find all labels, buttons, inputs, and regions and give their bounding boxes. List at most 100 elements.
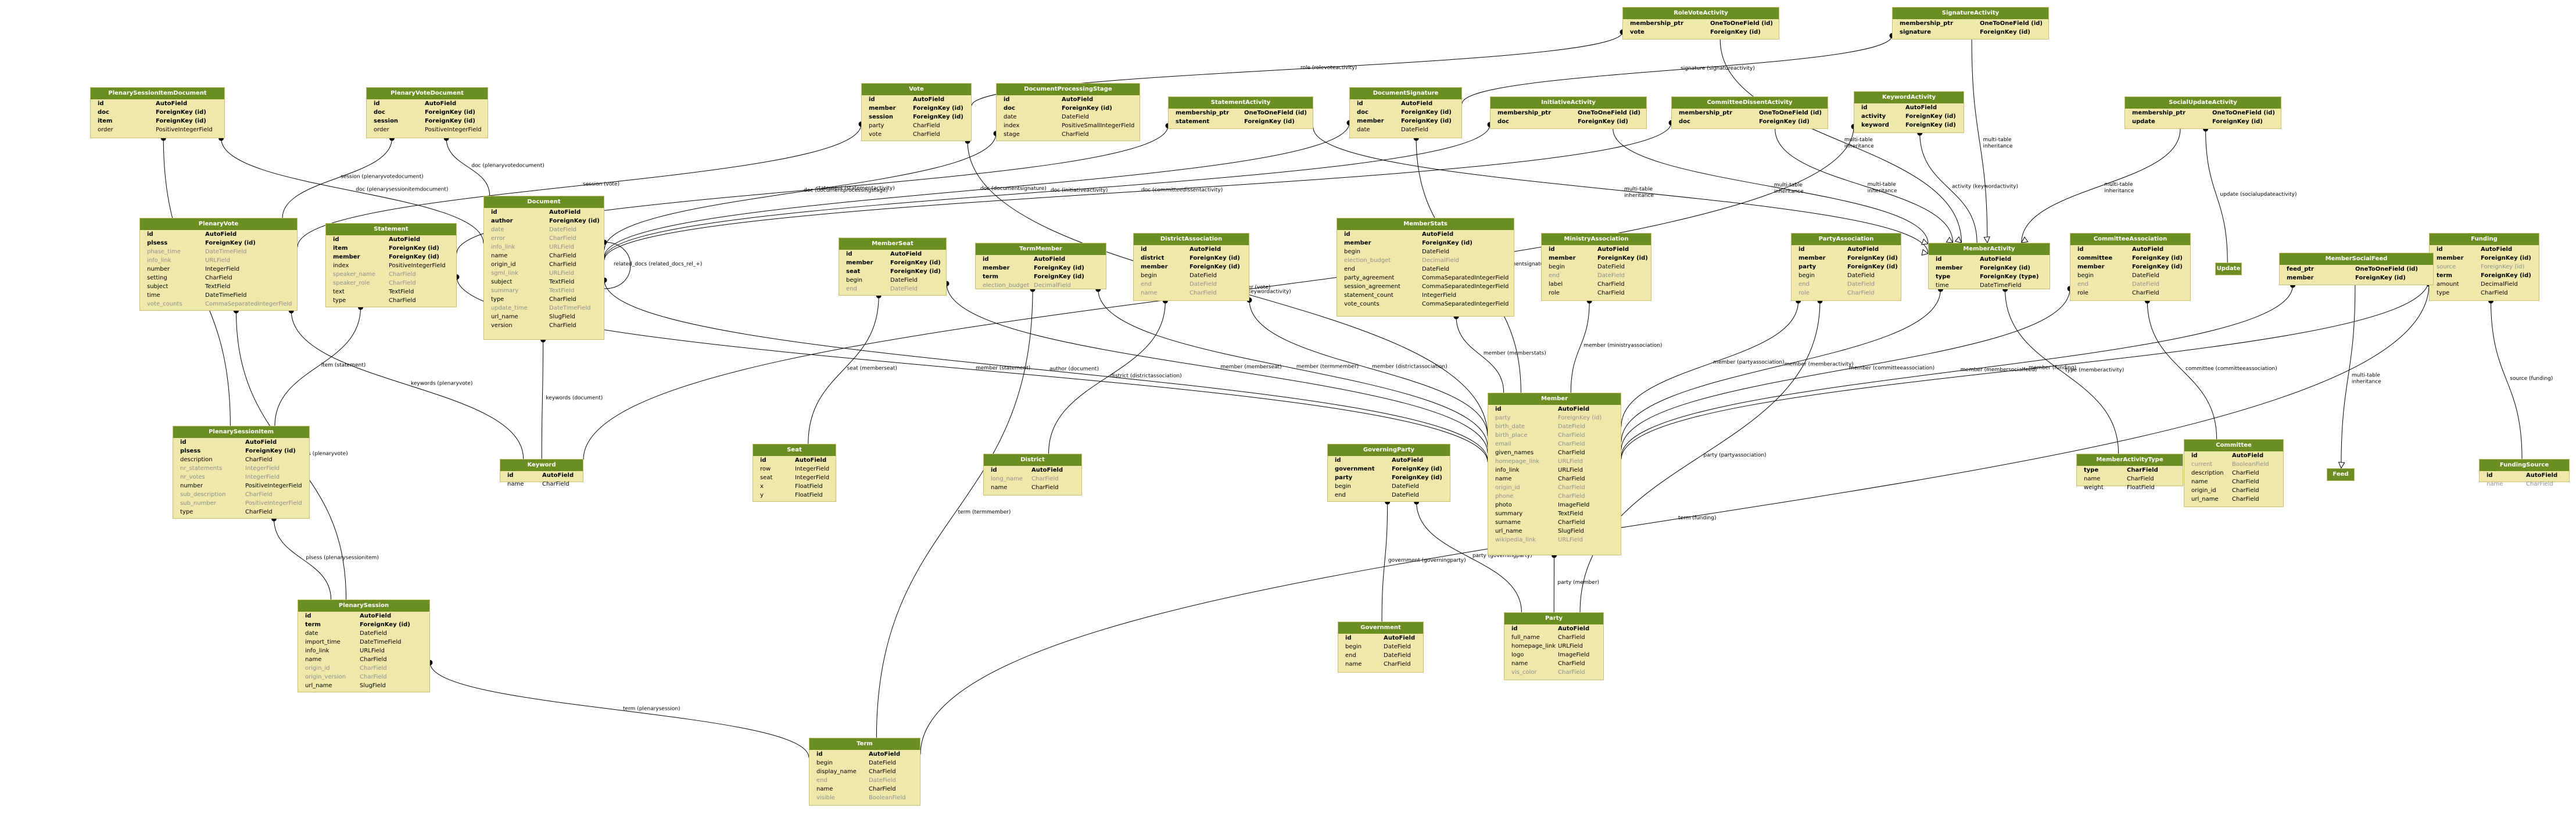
field-type: ForeignKey (id) (2132, 264, 2183, 270)
field-name: display_name (816, 769, 857, 775)
field-name: term (2437, 272, 2452, 279)
field-type: AutoField (425, 100, 457, 107)
field-type: CharField (389, 280, 416, 286)
field-type: AutoField (869, 751, 901, 757)
field-type: DateTimeField (205, 292, 247, 299)
field-type: FloatField (2127, 484, 2155, 491)
field-name: full_name (1511, 634, 1540, 641)
field-name: end (1345, 652, 1356, 659)
field-type: CharField (2127, 476, 2154, 482)
field-name: committee (2077, 255, 2113, 261)
field-name: end (1549, 272, 1560, 279)
field-type: CommaSeparatedIntegerField (1422, 275, 1509, 281)
field-name: version (491, 322, 513, 329)
field-name: name (991, 484, 1008, 491)
field-type: AutoField (1031, 467, 1063, 473)
field-type: CharField (549, 296, 576, 303)
field-name: term (305, 622, 321, 628)
field-name: sub_description (180, 491, 226, 498)
field-name: name (2191, 479, 2208, 485)
field-name: begin (1141, 272, 1157, 279)
model-title: Funding (2430, 234, 2539, 245)
field-name: type (491, 296, 504, 303)
relation-label: term (funding) (1678, 515, 1716, 521)
field-type: PositiveIntegerField (245, 483, 302, 489)
field-type: ForeignKey (id) (1392, 475, 1442, 481)
relation-label: member (membersocialfeed) (1961, 367, 2037, 373)
field-type: AutoField (1392, 457, 1424, 464)
field-type: CharField (389, 297, 416, 304)
field-name: member (2287, 275, 2314, 281)
field-name: end (1798, 281, 1810, 288)
field-name: end (1344, 266, 1355, 272)
field-type: DateTimeField (1980, 282, 2022, 289)
field-type: BooleanField (2232, 461, 2269, 468)
relation-label: activity (keywordactivity) (1952, 184, 2018, 190)
field-name: origin_id (2191, 487, 2216, 494)
relation-label: statement (statementactivity) (816, 185, 895, 191)
field-type: DateField (890, 286, 918, 292)
model-title: PlenarySessionItem (173, 426, 309, 438)
field-name: id (1798, 246, 1805, 253)
relation-label: member (committeeassociation) (1849, 365, 1934, 371)
field-name: session (869, 114, 894, 120)
field-name: stage (1004, 131, 1020, 138)
relation-label: role (rolevoteactivity) (1300, 65, 1357, 71)
field-type: CharField (245, 491, 273, 498)
relation-edge (2147, 300, 2217, 440)
relation-edge (1570, 300, 1590, 393)
field-name: origin_version (305, 674, 346, 680)
field-name: surname (1495, 519, 1521, 526)
field-name: doc (1357, 109, 1368, 116)
field-type: CharField (542, 481, 569, 487)
field-type: AutoField (2526, 472, 2558, 479)
model-update: Update (2215, 263, 2242, 275)
relation-edge (1416, 501, 1522, 613)
field-type: ForeignKey (id) (913, 105, 963, 112)
field-name: id (846, 251, 852, 257)
field-name: id (2077, 246, 2084, 253)
relation-edge (876, 289, 1033, 738)
field-type: AutoField (205, 231, 237, 238)
field-name: homepage_link (1511, 643, 1556, 649)
field-name: id (1141, 246, 1147, 253)
relation-label: member (ministryassociation) (1583, 343, 1662, 349)
